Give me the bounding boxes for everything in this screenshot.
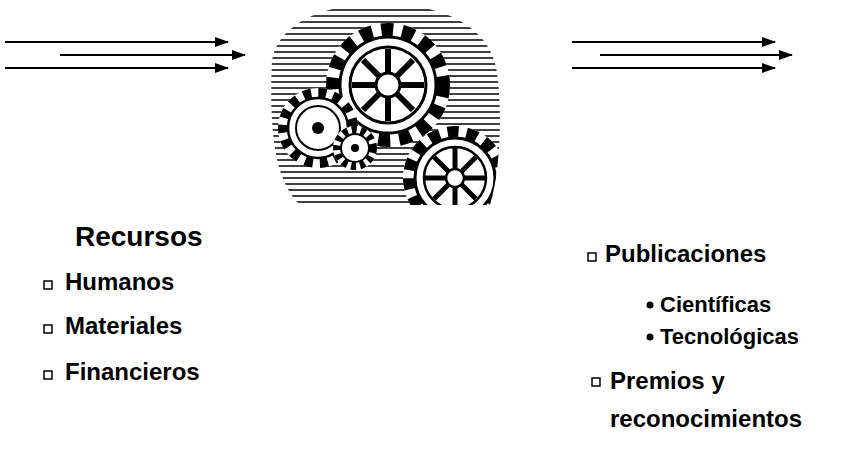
list-item: Humanos: [65, 268, 174, 297]
list-item: Premios y reconocimientos: [610, 362, 845, 438]
output-arrows: [572, 42, 792, 68]
list-item: Materiales: [65, 312, 182, 341]
input-arrows: [5, 42, 245, 68]
gears: [278, 23, 507, 230]
group-heading: Recursos: [75, 220, 203, 254]
list-item: Publicaciones: [605, 240, 766, 269]
list-item: Tecnológicas: [660, 324, 799, 350]
list-item: Científicas: [660, 292, 771, 318]
list-bullets: [44, 253, 600, 386]
sub-bullets: [647, 302, 654, 341]
list-item: Financieros: [65, 358, 200, 387]
